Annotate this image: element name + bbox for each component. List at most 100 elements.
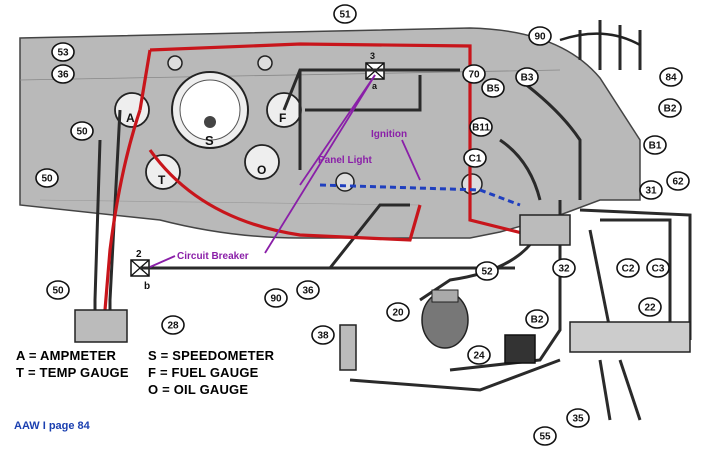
- callout-circle: [552, 258, 576, 278]
- callout-circle: [467, 345, 491, 365]
- breaker-pointer-line: [264, 74, 376, 254]
- fuel-gauge-letter: F: [279, 111, 286, 125]
- callout-label: 38: [317, 331, 329, 342]
- callout-label: B1: [649, 141, 662, 152]
- callout-label: 62: [672, 177, 684, 188]
- callout-label: 28: [167, 321, 179, 332]
- callout-circle: [566, 408, 590, 428]
- callout-circle: [525, 309, 549, 329]
- callout-label: 90: [534, 32, 546, 43]
- legend-fuel-gauge: F = FUEL GAUGE: [148, 365, 259, 380]
- callout-label: 84: [665, 73, 677, 84]
- callout-circle: [51, 42, 75, 62]
- panel-light-pointer-line: [299, 74, 376, 186]
- callout-label: 36: [302, 286, 314, 297]
- callout-circle: [643, 135, 667, 155]
- breaker-top-number: 3: [370, 51, 375, 61]
- callout-circle: [46, 280, 70, 300]
- callout-circle: [528, 26, 552, 46]
- callout-circle: [161, 315, 185, 335]
- callout-label: 52: [481, 267, 493, 278]
- callout-label: B11: [472, 123, 490, 134]
- callout-circle: [333, 4, 357, 24]
- callout-circle: [646, 258, 670, 278]
- callout-label: 50: [76, 127, 88, 138]
- callout-label: B3: [521, 73, 534, 84]
- callout-circle: [264, 288, 288, 308]
- callout-circle: [469, 117, 493, 137]
- callout-label: 20: [392, 308, 404, 319]
- callout-label: 70: [468, 70, 480, 81]
- dashboard-panel: [19, 27, 641, 239]
- breaker-arrow: [149, 255, 176, 268]
- callout-label: 53: [57, 48, 69, 59]
- red-wires: [103, 42, 531, 311]
- oil-gauge: [244, 144, 280, 180]
- legend-speedometer: S = SPEEDOMETER: [148, 348, 275, 363]
- callout-label: 35: [572, 414, 584, 425]
- callout-label: C3: [652, 264, 665, 275]
- ignition-pointer-line: [401, 139, 421, 181]
- callout-circle: [35, 168, 59, 188]
- temp-gauge-letter: T: [158, 173, 166, 187]
- callout-circle: [386, 302, 410, 322]
- relay-24: [504, 334, 536, 364]
- breaker-bottom-letter: b: [144, 281, 150, 292]
- callout-label: 24: [473, 351, 485, 362]
- page-reference: AAW I page 84: [14, 420, 90, 432]
- ammeter-letter: A: [126, 111, 135, 125]
- callout-label: 22: [644, 303, 656, 314]
- callout-circle: [70, 121, 94, 141]
- panel-light-annotation: Panel Light: [318, 155, 373, 166]
- breaker-bottom-number: 2: [136, 249, 142, 260]
- horn-button: [421, 289, 469, 349]
- breaker-top-letter: a: [372, 81, 378, 91]
- blue-wire: [319, 183, 521, 207]
- callout-label: 32: [558, 264, 570, 275]
- dimmer-switch-38: [339, 324, 357, 371]
- callout-label: C2: [622, 264, 635, 275]
- circuit-breaker-annotation: Circuit Breaker: [177, 251, 249, 262]
- callout-label: 31: [645, 186, 657, 197]
- callout-label: 50: [52, 286, 64, 297]
- legend-oil-gauge: O = OIL GAUGE: [148, 382, 249, 397]
- ignition-switch: [461, 173, 483, 195]
- callout-label: B5: [487, 84, 500, 95]
- callout-label: 90: [270, 294, 282, 305]
- callout-circle: [475, 261, 499, 281]
- temp-gauge: [145, 154, 181, 190]
- junction-block-28: [74, 309, 128, 343]
- callout-circle: [515, 67, 539, 87]
- callout-label: C1: [469, 154, 482, 165]
- fuse-block-22: [569, 321, 691, 353]
- speedometer: [171, 71, 249, 149]
- callout-label: 55: [539, 432, 551, 443]
- callout-label: B2: [531, 315, 544, 326]
- callout-circle: [658, 98, 682, 118]
- legend-ammeter: A = AMPMETER: [16, 348, 117, 363]
- terminal-block-31: [519, 214, 571, 246]
- callout-circle: [533, 426, 557, 446]
- callout-circle: [296, 280, 320, 300]
- callout-label: B2: [664, 104, 677, 115]
- oil-gauge-letter: O: [257, 163, 266, 177]
- callout-circle: [481, 78, 505, 98]
- callout-circle: [638, 297, 662, 317]
- speedometer-letter: S: [205, 133, 214, 148]
- callout-label: 36: [57, 70, 69, 81]
- callout-circle: [51, 64, 75, 84]
- callout-circle: [462, 64, 486, 84]
- callout-circle: [463, 148, 487, 168]
- callout-circle: [659, 67, 683, 87]
- callout-circle: [616, 258, 640, 278]
- callout-circle: [311, 325, 335, 345]
- bundle-twist: [559, 32, 641, 47]
- legend-temp-gauge: T = TEMP GAUGE: [16, 365, 129, 380]
- callout-circle: [666, 171, 690, 191]
- callout-label: 51: [339, 10, 351, 21]
- callout-circle: [639, 180, 663, 200]
- callout-label: 50: [41, 174, 53, 185]
